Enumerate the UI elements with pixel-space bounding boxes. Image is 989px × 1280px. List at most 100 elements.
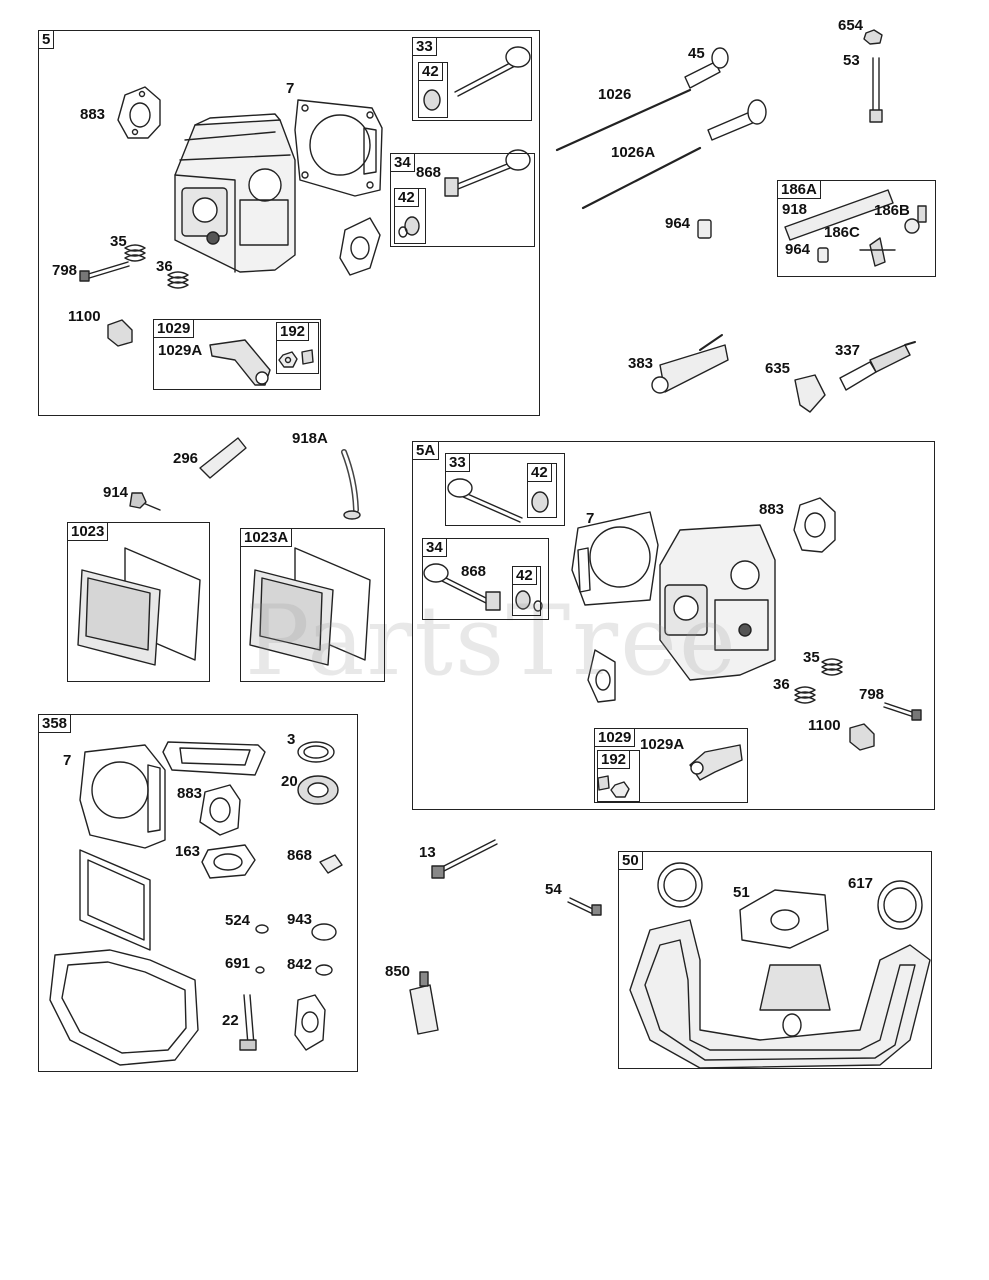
spark-plug-icon	[840, 342, 915, 390]
part-callout: 186C	[824, 224, 860, 241]
part-callout: 45	[688, 45, 705, 62]
intake-gasket-icon	[588, 498, 835, 702]
part-callout: 383	[628, 355, 654, 372]
valve-icon	[445, 47, 530, 196]
part-callout: 914	[103, 484, 129, 501]
nut-icon	[598, 776, 629, 797]
group-number: 192	[597, 750, 631, 769]
part-callout: 964	[665, 215, 691, 232]
part-callout: 691	[225, 955, 251, 972]
part-callout: 635	[765, 360, 791, 377]
group-number: 42	[418, 62, 443, 81]
group-box-42: 42	[418, 62, 448, 118]
group-number: 1029	[594, 728, 636, 747]
group-box-34: 34	[422, 538, 549, 620]
head-gasket-icon	[295, 100, 382, 196]
group-box-5A: 5A	[412, 441, 935, 810]
part-callout: 1100	[808, 717, 841, 734]
valve-seal-icon	[516, 492, 548, 611]
group-box-5: 5	[38, 30, 540, 416]
group-number: 5	[38, 30, 55, 49]
part-callout: 654	[838, 17, 864, 34]
part-callout: 883	[80, 106, 106, 123]
part-callout: 35	[803, 649, 820, 666]
group-box-33: 33	[412, 37, 532, 121]
part-callout: 1026A	[611, 144, 656, 161]
valve-spring-icon	[795, 659, 842, 703]
part-callout: 7	[586, 510, 595, 527]
group-box-1023: 1023	[67, 522, 210, 682]
bolt-icon	[432, 840, 601, 915]
part-callout: 3	[287, 731, 296, 748]
screw-icon	[130, 493, 160, 510]
part-callout: 163	[175, 843, 201, 860]
part-callout: 868	[461, 563, 487, 580]
part-callout: 524	[225, 912, 251, 929]
cylinder-head-icon	[175, 114, 295, 272]
breather-hose-icon	[785, 190, 926, 266]
part-callout: 883	[759, 501, 785, 518]
part-callout: 1029A	[158, 342, 203, 359]
part-callout: 7	[286, 80, 295, 97]
part-callout: 36	[156, 258, 173, 275]
part-callout: 1100	[68, 308, 101, 325]
valve-cover-icon	[78, 548, 370, 665]
tool-icon	[652, 335, 728, 393]
part-callout: 943	[287, 911, 313, 928]
intake-gasket-icon	[118, 87, 160, 138]
group-box-186A: 186A	[777, 180, 936, 277]
nut-icon	[279, 350, 313, 367]
group-box-1029: 1029	[153, 319, 321, 390]
part-callout: 53	[843, 52, 860, 69]
stud-icon	[864, 30, 882, 122]
group-box-33: 33	[445, 453, 565, 526]
part-callout: 868	[287, 847, 313, 864]
cylinder-head-icon	[660, 525, 775, 680]
group-number: 42	[394, 188, 419, 207]
part-callout: 1026	[598, 86, 632, 103]
bolt-icon	[884, 703, 921, 720]
oil-fill-tube-icon	[200, 438, 360, 519]
clip-icon	[108, 320, 132, 346]
part-callout: 20	[281, 773, 298, 790]
exhaust-manifold-icon	[630, 863, 930, 1068]
group-number: 33	[412, 37, 437, 56]
head-gasket-icon	[572, 512, 658, 605]
valve-icon	[424, 479, 522, 610]
group-box-34: 34	[390, 153, 535, 247]
group-box-1029: 1029	[594, 728, 748, 803]
part-callout: 617	[848, 875, 874, 892]
group-box-42: 42	[512, 566, 541, 616]
group-box-192: 192	[276, 322, 319, 374]
part-callout: 798	[859, 686, 885, 703]
part-callout: 296	[173, 450, 199, 467]
bolt-icon	[80, 262, 129, 281]
part-callout: 918A	[292, 430, 328, 447]
push-rod-icon	[557, 90, 700, 208]
rocker-arm-icon	[210, 340, 270, 385]
group-box-192: 192	[597, 750, 640, 802]
group-number: 50	[618, 851, 643, 870]
part-callout: 186B	[874, 202, 910, 219]
gasket-set-icon	[50, 742, 342, 1065]
part-callout: 337	[835, 342, 861, 359]
part-callout: 868	[416, 164, 442, 181]
rocker-arm-icon	[690, 745, 742, 780]
group-box-1023A: 1023A	[240, 528, 385, 682]
group-box-42: 42	[394, 188, 426, 244]
group-number: 34	[422, 538, 447, 557]
group-number: 33	[445, 453, 470, 472]
part-callout: 842	[287, 956, 313, 973]
group-number: 5A	[412, 441, 440, 460]
group-number: 1023A	[240, 528, 293, 547]
part-callout: 35	[110, 233, 127, 250]
part-callout: 1029A	[640, 736, 685, 753]
sealant-tube-icon	[410, 972, 438, 1034]
part-callout: 850	[385, 963, 411, 980]
group-number: 1029	[153, 319, 195, 338]
group-number: 1023	[67, 522, 109, 541]
group-box-358: 358	[38, 714, 358, 1072]
group-number: 42	[527, 463, 552, 482]
part-callout: 36	[773, 676, 790, 693]
